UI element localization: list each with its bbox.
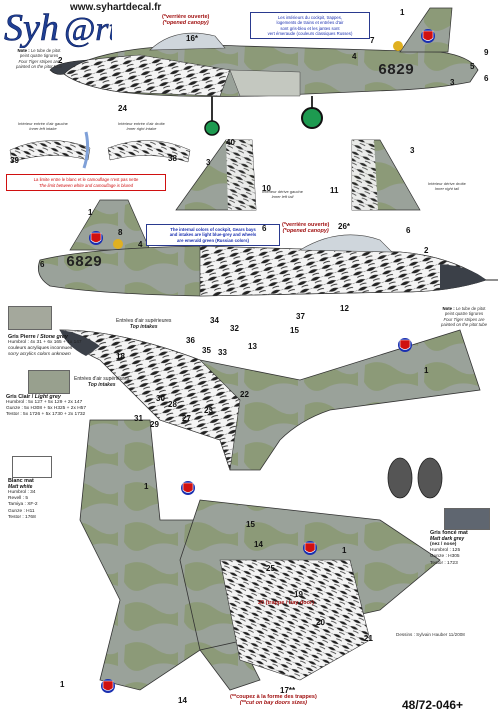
callout-26: 26* (338, 222, 351, 231)
underside-aircraft (79, 419, 441, 693)
callout-40: 40 (226, 138, 235, 147)
callout-22: 22 (240, 390, 249, 399)
swatch-matt-dark-grey (444, 508, 490, 530)
callout-14b: 14 (178, 696, 187, 705)
callout-24: 24 (118, 104, 127, 113)
serial-top: 6829 (378, 62, 415, 79)
callout-3: 3 (450, 78, 455, 87)
pitot-note-top: Note : Le tube de pitot peint quatre tig… (15, 48, 63, 70)
callout-36: 36 (186, 336, 195, 345)
tail-panels (175, 139, 421, 211)
callout-33: 33 (218, 348, 227, 357)
callout-1: 1 (400, 8, 405, 17)
swatch-light-grey (28, 370, 70, 394)
callout-side-6: 6 (40, 260, 45, 269)
callout-34: 34 (210, 316, 219, 325)
cut-doors-note: (**coupez à la forme des trappes) (**cut… (230, 694, 317, 707)
callout-25: 25 (266, 564, 275, 573)
callout-37: 37 (296, 312, 305, 321)
callout-16: 16* (186, 34, 199, 43)
callout-10: 10 (262, 184, 271, 193)
callout-35: 35 (202, 346, 211, 355)
callout-5: 5 (470, 62, 475, 71)
cockpit-note-en: The internal colors of cockpit, Gears ba… (146, 224, 280, 247)
decal-reference: 48/72-046+ (402, 698, 464, 712)
callout-tail-6b: 6 (406, 226, 411, 235)
callout-15b: 15 (246, 520, 255, 529)
canopy-note-side: (*verrière ouverte) (*opened canopy) (282, 222, 330, 235)
callout-plan-1: 1 (424, 366, 429, 375)
callout-tail-3a: 3 (206, 158, 211, 167)
callout-tail-6a: 6 (262, 224, 267, 233)
callout-21: 21 (364, 634, 373, 643)
callout-17: 17** (280, 686, 296, 695)
callout-28: 28 (168, 400, 177, 409)
svg-text:Syh: Syh (4, 7, 59, 48)
callout-4: 4 (352, 52, 357, 61)
callout-plan-15: 15 (290, 326, 299, 335)
callout-under-1c: 1 (60, 680, 65, 689)
callout-39: 39 (10, 156, 19, 165)
callout-23: 23 (204, 406, 213, 415)
cockpit-note-fr: Les intérieurs du cockpit, trappes, loge… (250, 12, 370, 40)
palette-light-grey: Gris Clair / Light grey Humbrol : 5x 127… (6, 394, 86, 418)
callout-under-1a: 1 (144, 482, 149, 491)
callout-31: 31 (134, 414, 143, 423)
canopy-note-top: (*verrière ouverte) (*opened canopy) (162, 14, 210, 27)
drawing-credit: Dessins : Sylvain Hauber 11/2008 (396, 632, 465, 637)
serial-side: 6829 (66, 254, 103, 271)
swatch-matt-white (12, 456, 52, 478)
callout-20: 20 (316, 618, 325, 627)
callout-27: 27 (182, 414, 191, 423)
profile-top-aircraft (49, 7, 479, 136)
callout-6: 6 (484, 74, 489, 83)
pitot-note-right: Note : Le tube de pitot peint quatre tig… (440, 306, 488, 328)
palette-stone-grey: Gris Pierre / Stone grey Humbrol : 4x 31… (8, 334, 82, 358)
website-url[interactable]: www.syhartdecal.fr (70, 2, 162, 13)
callout-18: 18 (116, 352, 125, 361)
callout-13: 13 (248, 342, 257, 351)
profile-side-aircraft (37, 199, 498, 297)
intake-panels (9, 131, 191, 169)
callout-side-2: 2 (424, 246, 429, 255)
callout-38: 38 (168, 154, 177, 163)
callout-side-4: 4 (138, 240, 143, 249)
callout-30: 30 (156, 394, 165, 403)
callout-8: 8 (118, 228, 123, 237)
callout-tail-3b: 3 (410, 146, 415, 155)
callout-7: 7 (370, 36, 375, 45)
callout-29: 29 (150, 420, 159, 429)
bay-door-note: 20 (trappe / bay door) (258, 600, 314, 606)
callout-12: 12 (340, 304, 349, 313)
callout-11: 11 (330, 186, 339, 195)
callout-2: 2 (58, 56, 63, 65)
callout-side-1: 1 (88, 208, 93, 217)
palette-matt-dark-grey: Gris foncé mat Matt dark grey (nez / nos… (430, 530, 468, 566)
palette-matt-white: Blanc mat Matt white Humbrol : 34 Revell… (8, 478, 38, 520)
syhart-logo: Syh @rt (4, 7, 112, 48)
swatch-stone-grey (8, 306, 52, 330)
limit-note: La limite entre le blanc et le camouflag… (6, 174, 166, 192)
callout-14a: 14 (254, 540, 263, 549)
callout-under-1b: 1 (342, 546, 347, 555)
callout-19: 19 (294, 590, 303, 599)
callout-32: 32 (230, 324, 239, 333)
plan-view-aircraft (59, 329, 481, 499)
callout-9: 9 (484, 48, 489, 57)
svg-text:@rt: @rt (64, 11, 112, 48)
